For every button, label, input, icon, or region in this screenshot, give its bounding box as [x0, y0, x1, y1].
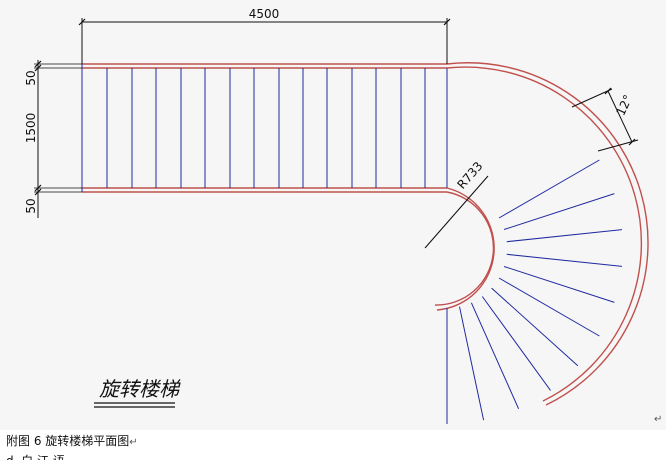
outer-stringer-inner [446, 66, 643, 402]
straight-flight [81, 63, 448, 193]
straight-treads [106, 68, 448, 188]
angle-tick-2 [628, 138, 636, 146]
spiral-tread-2 [503, 193, 615, 230]
dim-tick-2 [34, 64, 42, 72]
plan-svg: 4500 50 1500 50 R733 [24, 7, 649, 424]
dimension-overall-length: 4500 [78, 7, 451, 64]
dimension-width-chain: 50 1500 50 [24, 60, 82, 218]
spiral-tread-8 [481, 296, 551, 391]
dim-tick-3 [34, 184, 42, 192]
spiral-tread-9 [470, 302, 520, 410]
spiral-tread-5 [503, 266, 615, 303]
figure-caption: 附图 6 旋转楼梯平面图↵ [6, 432, 138, 449]
inner-stringer-inner [434, 191, 495, 306]
spiral-tread-4 [506, 253, 623, 267]
staircase-plan-drawing: 4500 50 1500 50 R733 [24, 7, 663, 425]
dim-label-length: 4500 [249, 7, 280, 21]
dim-label-flight-width: 1500 [24, 113, 38, 144]
dim-label-top-margin: 50 [24, 70, 38, 85]
dimension-angle: 12° [571, 87, 639, 152]
spiral-flight [434, 62, 649, 424]
spiral-tread-6 [498, 277, 600, 337]
drawing-title-block: 旋转楼梯 [94, 377, 181, 408]
drawing-title: 旋转楼梯 [99, 377, 181, 401]
dim-tick-right [443, 18, 451, 26]
angle-extension-1 [571, 88, 613, 108]
return-mark-icon: ↵ [654, 414, 663, 425]
dim-tick-1 [34, 60, 42, 68]
caption-return-mark-icon: ↵ [129, 437, 138, 448]
caption-text: 附图 6 旋转楼梯平面图 [6, 434, 130, 448]
cut-off-text-line: d. 白 江 语 [6, 452, 65, 460]
dim-label-angle: 12° [614, 93, 636, 118]
spiral-tread-1 [498, 159, 600, 219]
radius-leader [424, 175, 489, 249]
outer-stringer-outer [446, 62, 649, 406]
inner-stringer-outer [436, 187, 495, 311]
dim-tick-4 [34, 188, 42, 196]
dim-tick-left [78, 18, 86, 26]
spiral-tread-3 [506, 229, 623, 243]
spiral-tread-10 [459, 306, 485, 421]
angle-arc-line [607, 90, 633, 143]
dim-label-radius: R733 [454, 159, 485, 192]
spiral-treads [446, 159, 623, 424]
angle-tick-1 [604, 87, 612, 95]
dim-label-bottom-margin: 50 [24, 198, 38, 213]
dimension-radius: R733 [424, 159, 489, 249]
spiral-tread-7 [491, 287, 579, 367]
